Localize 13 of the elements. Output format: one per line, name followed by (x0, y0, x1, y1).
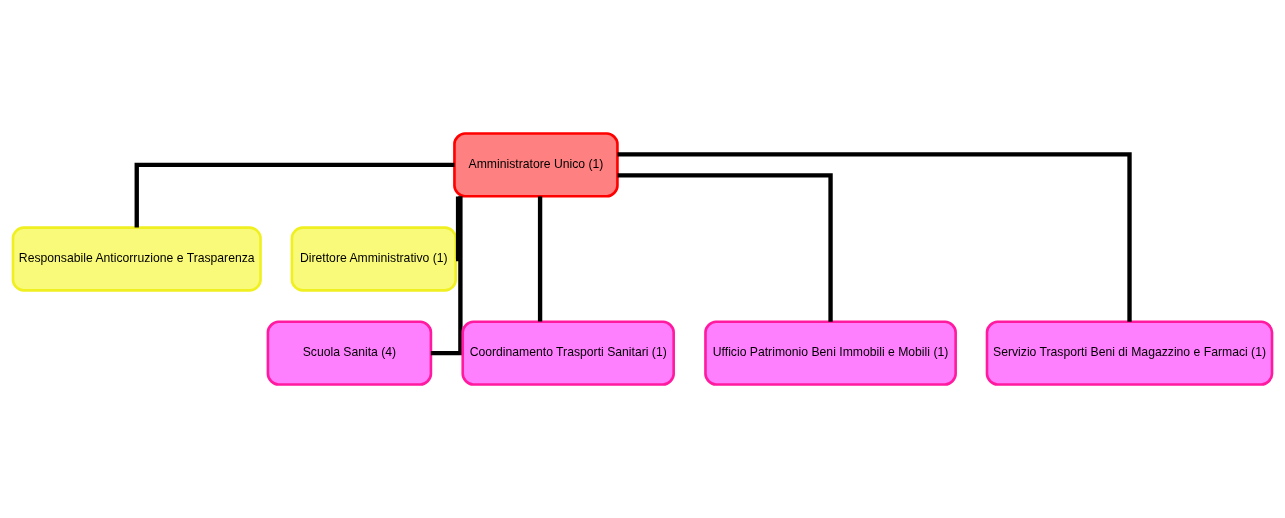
node-box: Servizio Trasporti Beni di Magazzino e Farmaci (1) (985, 320, 1274, 386)
node-box: Ufficio Patrimonio Beni Immobili e Mobili (1) (704, 320, 957, 386)
connector (537, 196, 543, 322)
connector (617, 152, 1132, 322)
connector (430, 196, 463, 356)
node-box: Scuola Sanita (4) (266, 320, 433, 386)
connector (455, 196, 461, 262)
node-box: Coordinamento Trasporti Sanitari (1) (461, 320, 675, 386)
node-box: Amministratore Unico (1) (453, 132, 619, 198)
node-box: Responsabile Anticorruzione e Trasparenza (11, 226, 262, 292)
connector (134, 162, 455, 228)
node-box: Direttore Amministrativo (1) (290, 226, 458, 292)
connector (617, 173, 833, 322)
